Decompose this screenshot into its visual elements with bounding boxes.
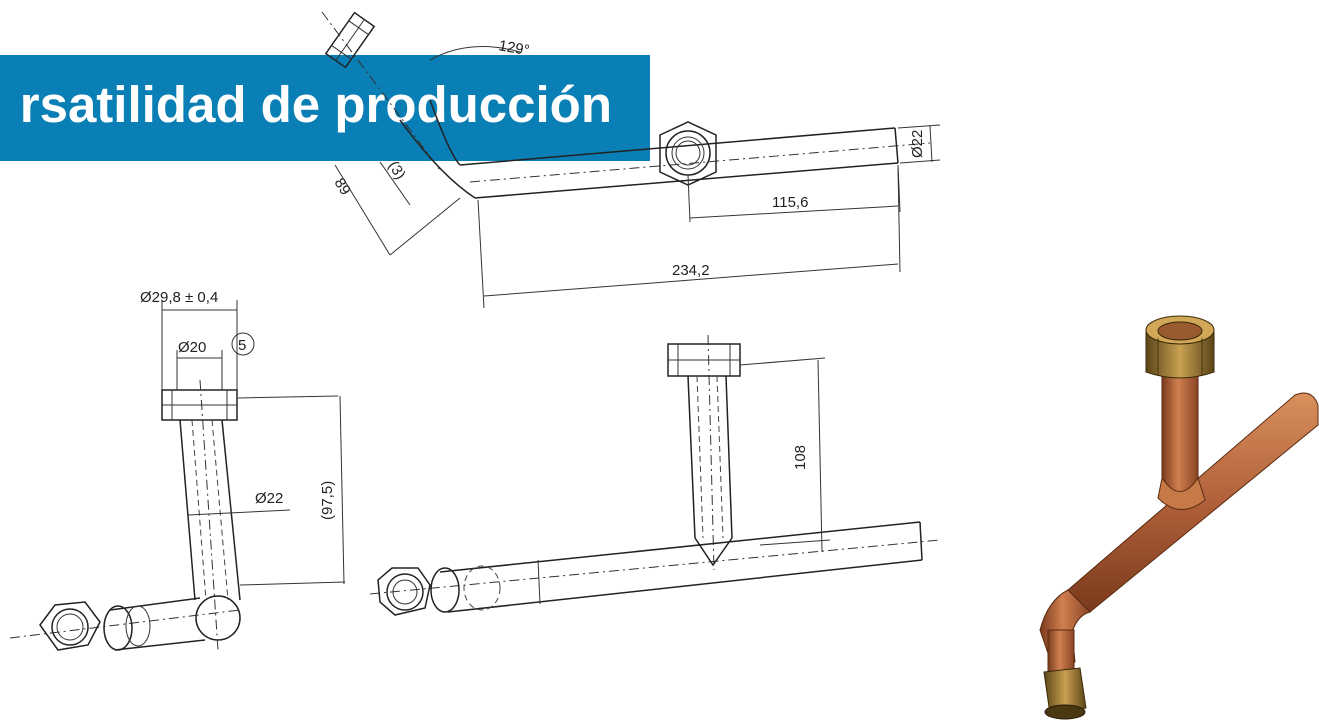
copper-pipe-render (1039, 315, 1319, 720)
title-banner: rsatilidad de producción (0, 55, 650, 161)
left-lower-nut (39, 601, 151, 651)
top-fitting (659, 121, 717, 186)
dim-975: (97,5) (319, 481, 336, 520)
balloon-circle (231, 332, 255, 356)
dim-angle: 129° (497, 37, 531, 59)
dim-d20: Ø20 (178, 339, 206, 356)
dim-d22-left: Ø22 (255, 490, 283, 507)
banner-title: rsatilidad de producción (19, 76, 612, 133)
lower-brass-nut (1043, 667, 1087, 720)
top-view: Ø22 115,6 234,2 89 (3) 129° (321, 11, 941, 309)
dim-108: 108 (792, 445, 809, 470)
middle-side-view: 108 (369, 334, 941, 616)
dim-d298: Ø29,8 ± 0,4 (140, 289, 218, 306)
middle-left-nut (377, 565, 501, 616)
dim-234: 234,2 (672, 262, 710, 279)
dim-partial: (3) (385, 158, 409, 183)
dim-d22-top: Ø22 (909, 130, 926, 158)
balloon-label: 5 (238, 337, 246, 354)
left-side-view: Ø29,8 ± 0,4 Ø20 5 Ø22 (97,5) (9, 289, 346, 651)
upper-brass-nut (1145, 315, 1215, 379)
top-nut-fragment (324, 11, 376, 69)
dim-89: 89 (331, 175, 354, 198)
dim-115: 115,6 (772, 194, 808, 211)
